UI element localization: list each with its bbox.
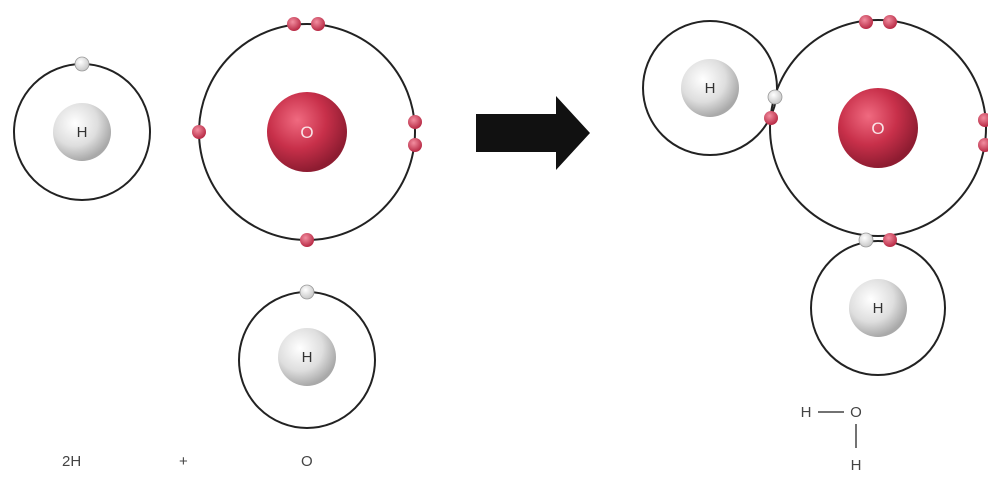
oxygen-electron (978, 138, 988, 152)
oxygen-electron (300, 233, 314, 247)
hydrogen-nucleus (53, 103, 111, 161)
shared-oxygen-electron (764, 111, 778, 125)
water-molecule: H O H (642, 15, 988, 376)
oxygen-electron (287, 17, 301, 31)
shared-hydrogen-electron (858, 232, 874, 248)
oxygen-nucleus (838, 88, 918, 168)
oxygen-electron (859, 15, 873, 29)
oxygen-nucleus (267, 92, 347, 172)
hydrogen-nucleus-label: H (302, 349, 313, 366)
formula-oxygen: O (850, 404, 862, 421)
plus-sign: + (179, 453, 188, 470)
oxygen-electron (978, 113, 988, 127)
hydrogen-electron (74, 56, 90, 72)
hydrogen-nucleus (849, 279, 907, 337)
oxygen-electron (408, 138, 422, 152)
hydrogen-nucleus-label: H (705, 80, 716, 97)
hydrogen-atom-left: H (13, 56, 151, 201)
oxygen-shell (769, 19, 987, 237)
shared-oxygen-electron (883, 233, 897, 247)
hydrogen-atom-bottom: H (238, 284, 376, 429)
formula-left-hydrogen: H (801, 404, 812, 421)
oxygen-electron (883, 15, 897, 29)
right-arrow-icon (476, 96, 590, 170)
oxygen-nucleus-label: O (871, 119, 884, 138)
hydrogen-nucleus (278, 328, 336, 386)
structural-formula: H O H (801, 404, 862, 474)
hydrogen-nucleus (681, 59, 739, 117)
oxygen-electron (408, 115, 422, 129)
hydrogen-shell (810, 240, 946, 376)
oxygen-atom-reactant: O (192, 17, 422, 247)
hydrogen-electron (299, 284, 315, 300)
hydrogen-nucleus-label: H (873, 300, 884, 317)
oxygen-nucleus-label: O (300, 123, 313, 142)
oxygen-electron (192, 125, 206, 139)
shared-hydrogen-electron (767, 89, 783, 105)
reactant-oxygen-caption: O (301, 453, 313, 470)
oxygen-electron (311, 17, 325, 31)
formula-bottom-hydrogen: H (851, 457, 862, 474)
reactant-hydrogen-caption: 2H (62, 453, 82, 470)
hydrogen-nucleus-label: H (77, 124, 88, 141)
